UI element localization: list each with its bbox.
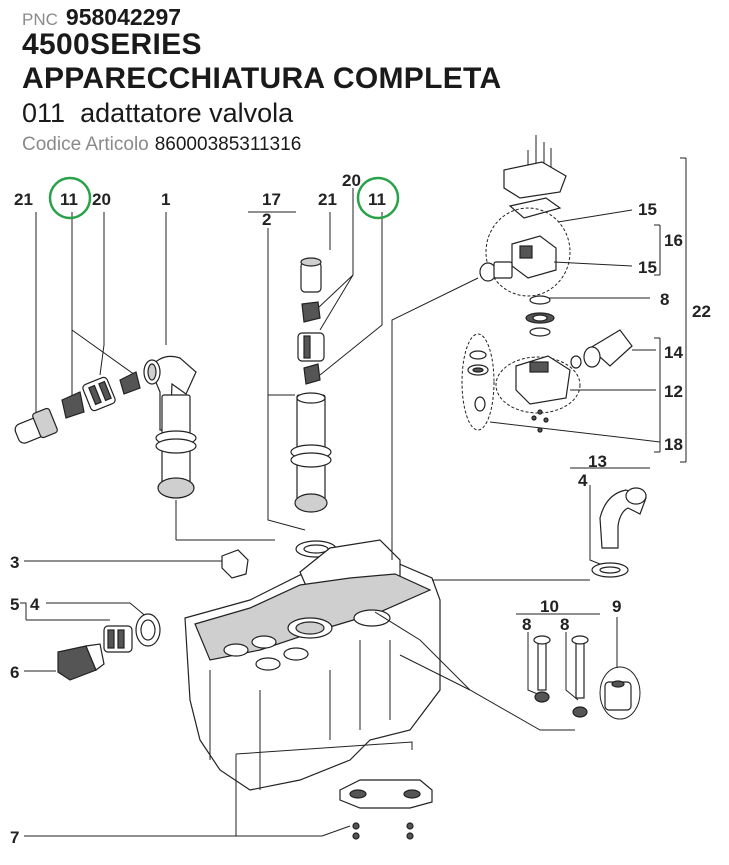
valve-11-center (303, 363, 321, 385)
callout-11-left: 11 (60, 190, 78, 209)
callout-11-center: 11 (368, 190, 386, 209)
callout-4-right: 4 (578, 471, 588, 490)
pnc-label: PNC (22, 10, 58, 29)
plug-6 (57, 645, 97, 681)
callout-7: 7 (10, 828, 19, 847)
callout-12: 12 (664, 382, 683, 401)
valve-20-small (119, 371, 141, 395)
valve-11-left (61, 391, 85, 419)
part-number: 011 (22, 98, 66, 128)
pnc-row: PNC 958042297 (22, 4, 181, 31)
nut-20-left (82, 376, 116, 412)
callout-4-left: 4 (30, 595, 40, 614)
callout-3: 3 (10, 553, 19, 572)
callout-1: 1 (161, 190, 170, 209)
callout-10: 10 (540, 597, 559, 616)
right-elbow-13 (570, 467, 650, 578)
bolt-10a (537, 639, 547, 691)
callout-14: 14 (664, 343, 683, 362)
highlight-circle-11-right (356, 176, 400, 220)
callout-6: 6 (10, 663, 19, 682)
left-valve-assembly (14, 212, 275, 541)
callout-20-center: 20 (342, 171, 361, 190)
callout-21-center: 21 (318, 190, 337, 209)
bolt-parts (516, 613, 641, 720)
callout-5: 5 (10, 595, 19, 614)
part-name: adattatore valvola (80, 98, 294, 128)
callout-22: 22 (692, 302, 711, 321)
series-title: 4500SERIES (22, 28, 202, 61)
callout-21-left: 21 (14, 190, 33, 209)
bolt-10b (575, 639, 585, 699)
cover-plate (503, 161, 567, 199)
callout-8-top: 8 (660, 290, 669, 309)
right-middle-solenoid (461, 157, 687, 463)
callout-17: 17 (262, 190, 281, 209)
pnc-value: 958042297 (65, 4, 182, 30)
callout-8-bolt-right: 8 (560, 615, 569, 634)
callout-2: 2 (262, 210, 271, 229)
callout-8-bolt-left: 8 (522, 615, 531, 634)
callout-15-bottom: 15 (638, 258, 657, 277)
callout-15-top: 15 (638, 200, 657, 219)
clip-3 (221, 549, 249, 579)
highlight-circle-11-left (48, 176, 92, 220)
center-pipe-stack (248, 188, 383, 558)
left-lower-parts (20, 549, 249, 681)
gasket-plate (508, 197, 562, 219)
callout-9: 9 (612, 597, 621, 616)
adapter-21-left (14, 407, 58, 444)
valve-body (511, 235, 557, 279)
callout-13: 13 (588, 452, 607, 471)
article-code-label: Codice Articolo (22, 134, 149, 155)
callout-18: 18 (664, 435, 683, 454)
assembly-title: APPARECCHIATURA COMPLETA (22, 62, 502, 95)
foot-plate (339, 779, 433, 809)
top-right-valve-block (479, 135, 661, 337)
part-title: 011 adattatore valvola (22, 98, 293, 129)
article-code-value: 86000385311316 (154, 134, 302, 155)
valve-20-center (301, 301, 321, 323)
callout-20-left: 20 (92, 190, 111, 209)
callout-16: 16 (664, 231, 683, 250)
tank (24, 539, 441, 840)
nut-center (297, 332, 325, 362)
elbow-pipe-1 (143, 355, 197, 499)
